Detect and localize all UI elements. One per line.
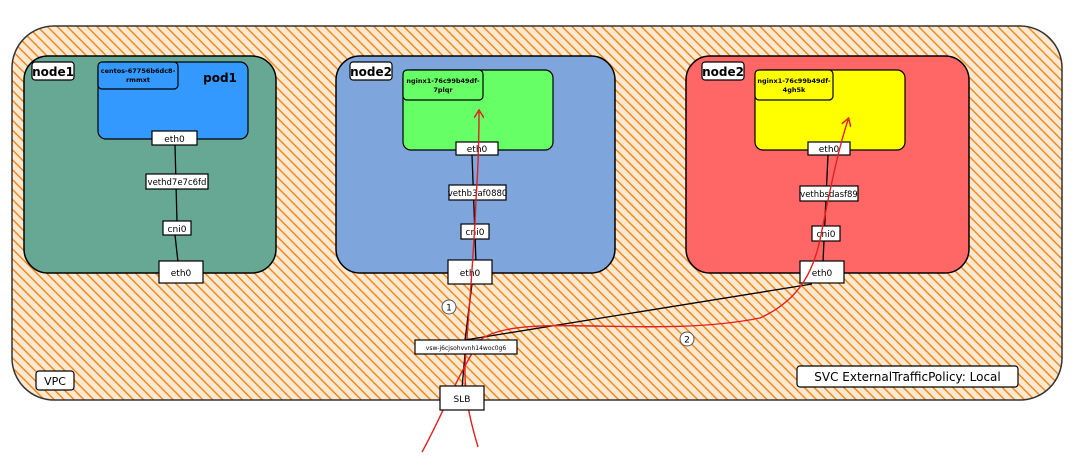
- nginx-4gh5k-name: nginx1-76c99b49df-4gh5k: [757, 77, 831, 94]
- node2-middle-label-box: [349, 61, 393, 81]
- nginx-4gh5k-name-box: [754, 69, 834, 101]
- node1-cni0-box: [162, 220, 192, 236]
- link-vsw-node2-right: [464, 283, 813, 341]
- slb-box: [439, 385, 485, 411]
- node1-label-box: [31, 61, 75, 81]
- traffic-path-2: [421, 120, 848, 453]
- node1-pod-eth0: eth0: [164, 135, 185, 145]
- vsw-box: [414, 339, 518, 355]
- node1-veth-box: [145, 173, 209, 190]
- node2-middle-group: node2 nginx1-76c99b49df-7plqr eth0 vethb…: [335, 55, 616, 285]
- vpc-label-box: [35, 370, 75, 391]
- node2-middle-eth0: eth0: [460, 269, 481, 279]
- marker-2-circle: [679, 331, 695, 347]
- policy-label-box: [796, 365, 1019, 388]
- node2-middle-veth: vethb3af0880: [448, 189, 508, 199]
- nginx-7plqr-name-box: [402, 69, 484, 101]
- node1-label: node1: [32, 65, 74, 79]
- node1-pod-eth0-box: [151, 130, 198, 146]
- marker-1-circle: [441, 299, 457, 315]
- node1-veth: vethd7e7c6fd: [148, 178, 207, 188]
- node2-middle-eth0-box: [447, 259, 493, 285]
- node2-right-label: node2: [702, 65, 744, 79]
- node1-cni0: cni0: [168, 225, 187, 235]
- marker-2: 2: [684, 336, 690, 346]
- node2-middle-pod-eth0-box: [455, 141, 499, 156]
- policy-label: SVC ExternalTrafficPolicy: Local: [814, 370, 1000, 384]
- marker-1: 1: [446, 304, 452, 314]
- node2-middle-label: node2: [350, 65, 392, 79]
- node2-middle-pod-eth0: eth0: [467, 145, 488, 155]
- node1-eth0: eth0: [171, 269, 192, 279]
- nginx-7plqr-name: nginx1-76c99b49df-7plqr: [406, 77, 480, 94]
- pod1-extra-label: pod1: [203, 71, 237, 85]
- node1-eth0-box: [158, 260, 204, 284]
- node2-right-cni0-box: [811, 225, 841, 242]
- vpc-label: VPC: [44, 375, 66, 388]
- node2-right-pod-eth0: eth0: [819, 145, 840, 155]
- node2-middle-cni0: cni0: [466, 228, 485, 238]
- node2-right-cni0: cni0: [817, 230, 836, 240]
- link-vsw-slb: [461, 353, 466, 389]
- pod1-name-box: [97, 61, 179, 90]
- node2-right-label-box: [701, 61, 745, 81]
- vsw-label: vsw-j6cjsohvvnh14woc0g6: [426, 345, 507, 352]
- node1-group: node1 centos-67756b6dc8-rmmxt pod1 eth0 …: [23, 55, 277, 284]
- node2-right-eth0: eth0: [812, 269, 833, 279]
- node2-right-group: node2 nginx1-76c99b49df-4gh5k eth0 vethb…: [685, 55, 970, 284]
- slb-label: SLB: [454, 395, 471, 405]
- pod1-name: centos-67756b6dc8-rmmxt: [101, 67, 176, 84]
